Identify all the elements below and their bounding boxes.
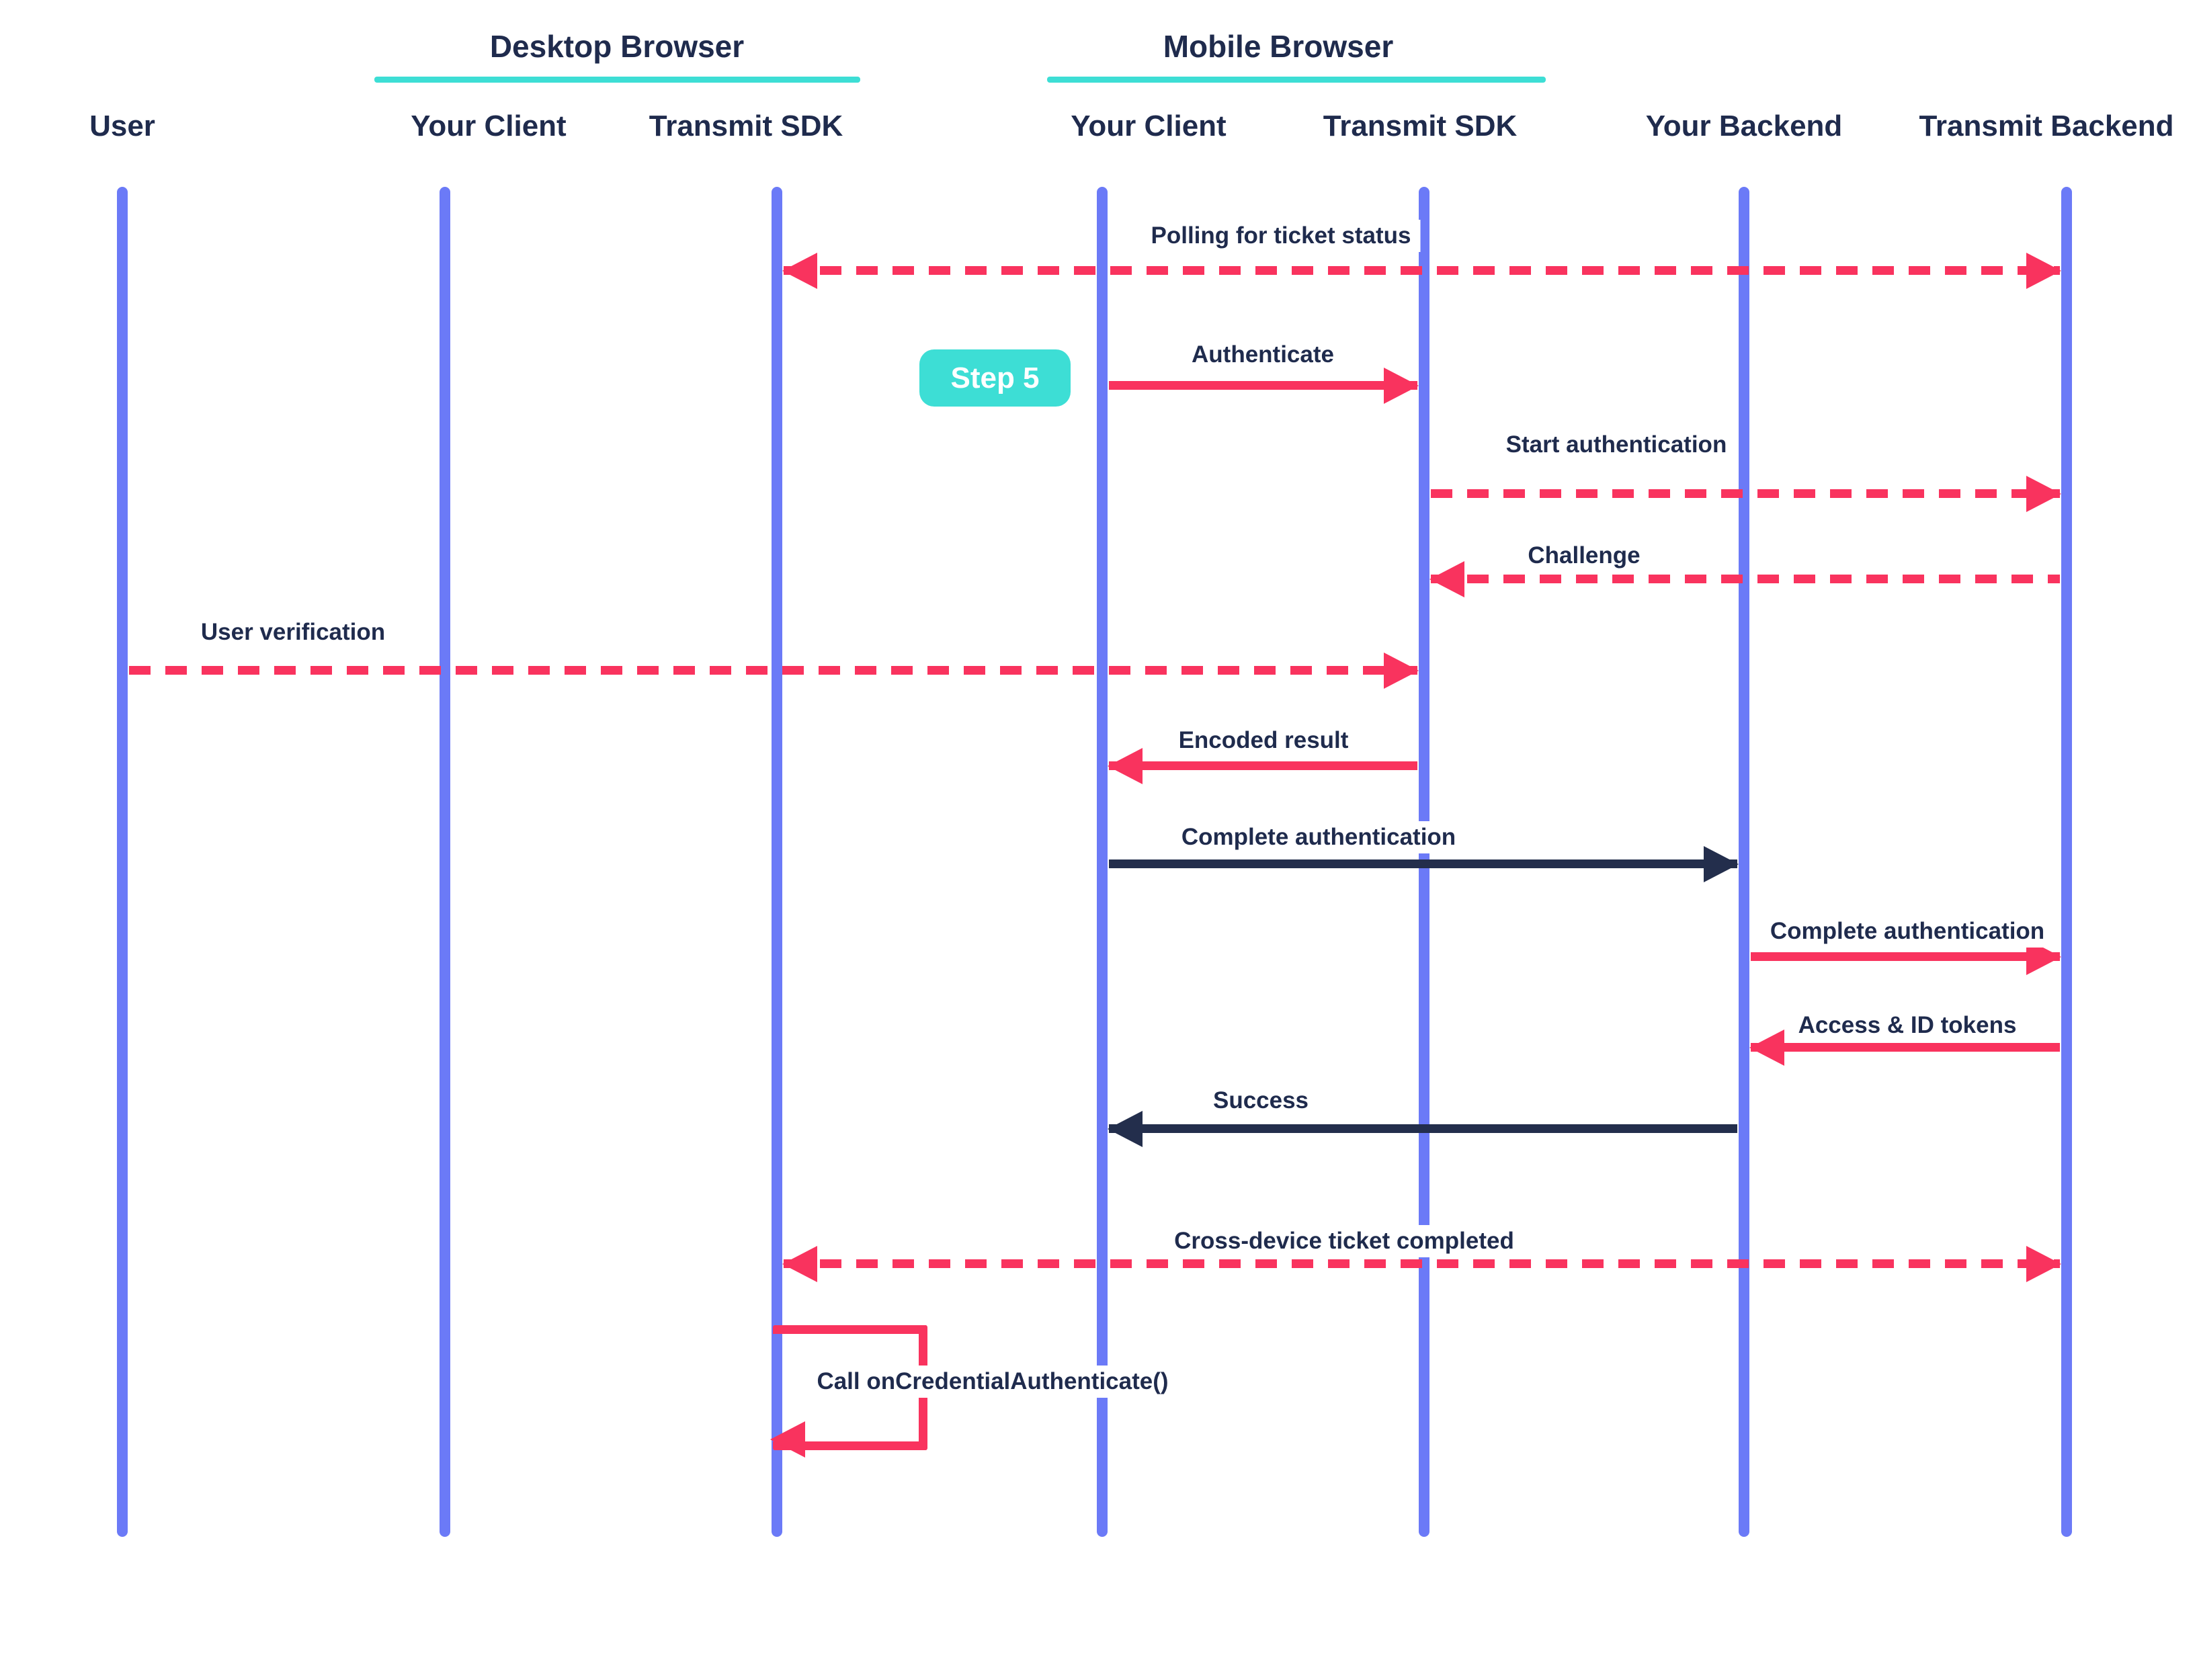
message-line (129, 666, 1417, 675)
message-line (1751, 952, 2060, 961)
participant-label: Transmit SDK (649, 110, 843, 142)
arrowhead-right-icon (2026, 253, 2061, 289)
participant-label: Your Backend (1645, 110, 1843, 142)
message-label: Complete authentication (1171, 821, 1466, 853)
message-line (1109, 381, 1417, 390)
arrowhead-right-icon (1384, 368, 1419, 404)
participant-label: Your Client (1071, 110, 1227, 142)
message-line (1431, 489, 2060, 498)
step-badge: Step 5 (919, 349, 1071, 407)
lifeline (1739, 187, 1749, 1537)
arrowhead-left-icon (770, 1421, 805, 1458)
lifeline (117, 187, 128, 1537)
message-label: User verification (191, 616, 395, 648)
message-line (1751, 1043, 2060, 1052)
group-underline-desktop-browser (374, 77, 860, 83)
message-label: Start authentication (1496, 429, 1737, 461)
arrowhead-left-icon (1108, 748, 1143, 784)
lifeline (772, 187, 782, 1537)
participant-label: Transmit Backend (1919, 110, 2174, 142)
arrowhead-left-icon (1749, 1030, 1784, 1066)
participant-label: Your Client (411, 110, 567, 142)
message-label: Success (1203, 1085, 1319, 1117)
message-label: Call onCredentialAuthenticate() (807, 1366, 1178, 1398)
message-label: Cross-device ticket completed (1165, 1225, 1524, 1257)
message-label: Challenge (1518, 540, 1650, 572)
message-label: Polling for ticket status (1141, 220, 1421, 252)
participant-label: Transmit SDK (1323, 110, 1518, 142)
message-line (1109, 761, 1417, 770)
group-header-mobile-browser: Mobile Browser (1163, 29, 1394, 64)
message-line (1431, 575, 2060, 583)
lifeline (440, 187, 450, 1537)
arrowhead-left-icon (1429, 561, 1464, 597)
group-header-desktop-browser: Desktop Browser (489, 29, 745, 64)
arrowhead-left-icon (782, 1246, 817, 1282)
message-line (784, 266, 2060, 275)
arrowhead-left-icon (1108, 1111, 1143, 1147)
message-label: Authenticate (1182, 339, 1343, 371)
arrowhead-right-icon (1384, 653, 1419, 689)
message-label: Access & ID tokens (1788, 1009, 2026, 1042)
message-line (784, 1259, 2060, 1268)
message-line (1109, 859, 1737, 868)
message-label: Complete authentication (1760, 915, 2055, 948)
lifeline (1097, 187, 1108, 1537)
arrowhead-right-icon (2026, 476, 2061, 512)
arrowhead-right-icon (2026, 1246, 2061, 1282)
message-label: Encoded result (1169, 724, 1358, 757)
arrowhead-left-icon (782, 253, 817, 289)
self-message-loop (773, 1325, 927, 1450)
arrowhead-right-icon (1704, 846, 1739, 882)
group-underline-mobile-browser (1047, 77, 1546, 83)
message-line (1109, 1124, 1737, 1133)
participant-label: User (89, 110, 155, 142)
lifeline (2061, 187, 2072, 1537)
